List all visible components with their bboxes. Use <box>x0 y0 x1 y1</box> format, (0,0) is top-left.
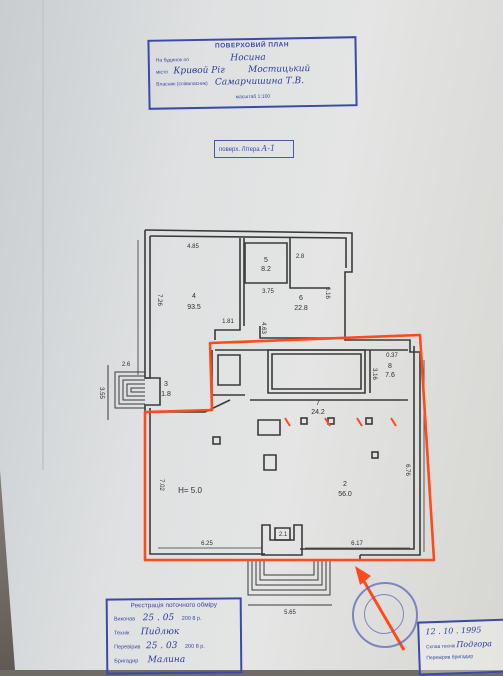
reg-stamp-title: Реєстрація поточного обміру <box>130 601 217 610</box>
right-stamp-l2: Перевірив бригадир <box>426 653 474 662</box>
room-7-number: 7 <box>316 400 320 407</box>
dim-4-63: 4.63 <box>260 322 266 334</box>
room-5-area: 8.2 <box>261 266 271 273</box>
room-labels: 4 93.5 5 8.2 6 22.8 7 24.2 8 7.6 2 56.0 … <box>161 257 395 498</box>
orange-tick-marks <box>284 417 397 427</box>
floor-stamp-label: поверх. Літера <box>219 147 260 153</box>
reg-r3-label: Перевірив <box>114 644 141 651</box>
dim-7-02: 7.02 <box>158 479 164 491</box>
dim-1-81: 1.81 <box>222 319 234 325</box>
dim-2-6: 2.6 <box>122 362 131 368</box>
reg-r3-year: 200 8 р. <box>184 643 205 650</box>
dim-6-16: 6.16 <box>324 287 330 299</box>
left-entrance-stairs <box>107 365 145 420</box>
dim-2-8: 2.8 <box>296 254 305 260</box>
reg-r4-label: Бригадир <box>114 658 139 665</box>
room-8-number: 8 <box>388 363 392 370</box>
right-stamp-date: 12 . 10 . 1995 <box>425 625 482 637</box>
reg-r1-year: 200 8 р. <box>181 615 202 622</box>
secondary-stamp: 12 . 10 . 1995 Склав технік Подгора Пере… <box>417 618 503 676</box>
dim-4-85: 4.85 <box>187 244 199 250</box>
room-5-number: 5 <box>264 257 268 264</box>
room-8-area: 7.6 <box>385 372 395 379</box>
dimension-lines <box>137 240 425 552</box>
reg-r1-date: 25 . 05 <box>142 612 175 624</box>
dim-3-75: 3.75 <box>262 289 274 295</box>
paper-fold <box>42 0 44 470</box>
reg-r2-label: Технік <box>113 630 130 637</box>
room-6-area: 22.8 <box>294 305 308 312</box>
dim-6-76: 6.76 <box>404 464 410 476</box>
dim-3-16: 3.16 <box>371 368 377 380</box>
dim-7-26: 7.26 <box>156 294 162 306</box>
dim-5-65: 5.65 <box>284 610 296 616</box>
right-stamp-l1: Склав технік <box>425 643 456 651</box>
reg-r4-value: Малина <box>147 654 186 666</box>
floor-letter-stamp: поверх. Літера А-1 <box>214 140 294 158</box>
room-2-number: 2 <box>343 481 347 488</box>
room-6-number: 6 <box>299 295 303 302</box>
round-official-seal <box>352 582 418 648</box>
room-4-number: 4 <box>192 293 196 300</box>
dim-6-25: 6.25 <box>201 541 213 547</box>
room-7-area: 24.2 <box>311 409 325 416</box>
dim-2-1: 2.1 <box>279 532 288 538</box>
reg-r3-date: 25 . 03 <box>145 640 178 652</box>
room-3-number: 3 <box>164 381 168 388</box>
ceiling-height-label: H= 5.0 <box>178 486 202 495</box>
dim-6-17: 6.17 <box>351 541 363 547</box>
dimension-labels: 4.85 3.75 2.8 7.26 6.16 1.81 4.63 2.6 3.… <box>98 244 410 616</box>
round-seal-inner-ring <box>364 594 404 634</box>
reg-r2-value: Пидлюк <box>140 626 180 638</box>
room-2-area: 56.0 <box>338 491 352 498</box>
room-3-area: 1.8 <box>161 391 171 398</box>
bottom-entrance-stairs <box>247 560 332 606</box>
dim-3-55: 3.55 <box>98 387 104 399</box>
registration-stamp: Реєстрація поточного обміру Виконав 25 .… <box>105 597 243 675</box>
floor-stamp-value: А-1 <box>261 144 276 153</box>
plan-walls <box>144 229 421 561</box>
right-stamp-l1-value: Подгора <box>456 639 493 650</box>
orange-highlight-outline <box>143 333 436 562</box>
reg-r1-label: Виконав <box>113 616 136 623</box>
room-4-area: 93.5 <box>187 304 201 311</box>
dim-0-37: 0.37 <box>386 353 398 359</box>
